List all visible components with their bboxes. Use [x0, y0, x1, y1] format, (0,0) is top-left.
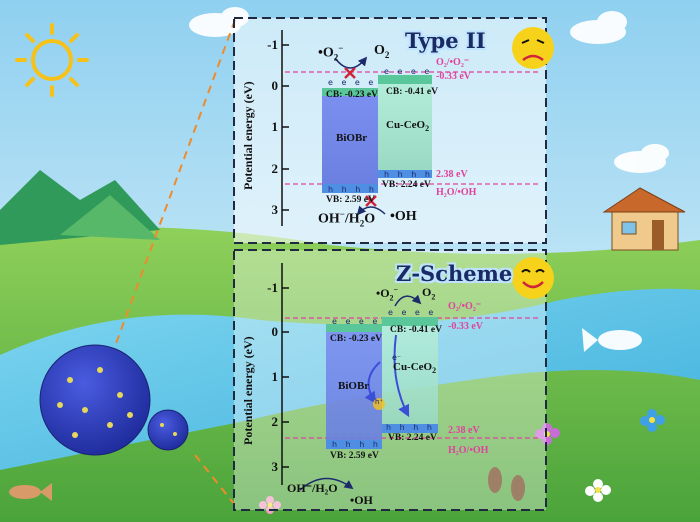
zscheme-oh-h2o: OH⁻/H₂O [287, 481, 338, 495]
zscheme-redox-o2-val: -0.33 eV [448, 321, 483, 332]
zscheme-tick: -1 [267, 280, 278, 295]
zscheme-biobr-label: BiOBr [338, 380, 370, 392]
happy-face-icon [512, 257, 554, 299]
type2-oh-radical: •OH [390, 209, 417, 224]
type2-biobr-label: BiOBr [336, 132, 368, 144]
zscheme-holes-biobr: h h h h [332, 440, 381, 449]
zscheme-o2-radical: •O2− [376, 285, 399, 303]
connector-line [109, 19, 236, 361]
type2-holes-ceo2: h h h h [384, 170, 433, 179]
house-icon [602, 187, 686, 251]
zscheme-axis-label: Potential energy (eV) [241, 336, 255, 445]
flower-icon [585, 479, 611, 502]
zscheme-ceo2-label: Cu-CeO2 [393, 361, 437, 376]
type2-ceo2-label: Cu-CeO2 [386, 119, 430, 134]
type2-redox-o2-val: -0.33 eV [436, 71, 471, 82]
zscheme-vb-ceo2: VB: 2.24 eV [388, 433, 437, 443]
zscheme-o2: O2 [422, 285, 436, 302]
sad-face-icon [512, 27, 554, 69]
type2-redox-oh-val: 2.38 eV [436, 169, 468, 180]
zscheme-ceo2-vb [382, 424, 438, 433]
type2-redox-o2: O₂/•O₂⁻ [436, 57, 470, 68]
fish-icon [582, 328, 642, 352]
zscheme-redox-o2: O₂/•O₂⁻ [448, 301, 482, 312]
connector-line [194, 454, 236, 506]
type2-ceo2-cb [378, 75, 432, 84]
type2-title: Type II [405, 28, 486, 53]
type2-cb-ceo2: CB: -0.41 eV [386, 87, 438, 97]
type2-holes-biobr: h h h h [328, 185, 377, 194]
zscheme-redox-oh-val: 2.38 eV [448, 425, 480, 436]
zscheme-electron-mark: e⁻ [392, 353, 402, 362]
cloud-icon [614, 144, 669, 173]
zscheme-holes-ceo2: h h h h [386, 423, 435, 432]
zscheme-ceo2-cb [382, 317, 438, 326]
zscheme-ceo2-block [382, 322, 438, 424]
type2-tick: -1 [267, 37, 278, 52]
type2-tick: 2 [271, 161, 279, 176]
nanosphere-icon [147, 409, 189, 451]
zscheme-cb-ceo2: CB: -0.41 eV [390, 325, 442, 335]
zscheme-oh-arrow [299, 477, 354, 491]
type2-biobr-vb [322, 184, 378, 193]
zscheme-tick: 1 [271, 369, 279, 384]
type2-o2-radical: •O2− [318, 43, 344, 63]
zscheme-electrons-biobr: e e e e [332, 317, 381, 326]
type2-axis-label: Potential energy (eV) [241, 81, 255, 190]
zscheme-hole-arrow [364, 361, 381, 404]
cross-mark-icon [365, 195, 377, 207]
fish-icon [9, 483, 52, 501]
footprints-icon [488, 467, 525, 501]
zscheme-tick: 3 [271, 459, 279, 474]
zscheme-hole-mark: h⁺ [375, 398, 384, 406]
zscheme-vb-biobr: VB: 2.59 eV [330, 451, 379, 461]
zscheme-redox-oh: H₂O/•OH [448, 445, 489, 456]
type2-vb-biobr: VB: 2.59 eV [326, 195, 375, 205]
cloud-icon [570, 11, 627, 44]
nanosphere-icon [39, 344, 151, 456]
type2-tick: 1 [271, 119, 279, 134]
zscheme-biobr-block [326, 332, 382, 440]
type2-o2: O2 [374, 43, 390, 60]
zscheme-electrons-ceo2: e e e e [388, 308, 437, 317]
type2-electrons-ceo2: e e e e [384, 67, 433, 76]
type2-oh-h2o: OH−/H2O [318, 209, 376, 229]
sun-icon [15, 23, 89, 97]
type2-o2-arrow [334, 56, 368, 69]
type2-axis-ticks [282, 44, 289, 211]
zscheme-tick: 0 [271, 324, 279, 339]
type2-ceo2-block [378, 80, 432, 170]
zscheme-biobr-vb [326, 440, 382, 449]
type2-ceo2-vb [378, 170, 432, 178]
flower-icon [640, 409, 665, 432]
type2-oh-arrow [356, 205, 386, 216]
type2-cb-biobr: CB: -0.23 eV [326, 90, 378, 100]
mountain-icon [60, 195, 160, 240]
type2-biobr-block [322, 96, 378, 188]
type2-electrons-biobr: e e e e [328, 78, 377, 87]
zscheme-biobr-cb [326, 324, 382, 332]
type2-vb-ceo2: VB: 2.24 eV [382, 180, 431, 190]
zscheme-o2-arrow [394, 294, 422, 307]
zscheme-title: Z-Scheme [396, 261, 513, 286]
type2-biobr-cb [322, 88, 378, 96]
type2-tick: 0 [271, 78, 279, 93]
type2-tick: 3 [271, 202, 279, 217]
type2-redox-oh: H₂O/•OH [436, 187, 477, 198]
zscheme-electron-transfer-arrow [393, 334, 410, 418]
zscheme-tick: 2 [271, 414, 279, 429]
zscheme-axis-ticks [282, 287, 289, 468]
zscheme-hole-bubble [373, 398, 385, 410]
zscheme-cb-biobr: CB: -0.23 eV [330, 334, 382, 344]
zscheme-oh-radical: •OH [350, 493, 373, 507]
cross-mark-icon [344, 67, 356, 79]
